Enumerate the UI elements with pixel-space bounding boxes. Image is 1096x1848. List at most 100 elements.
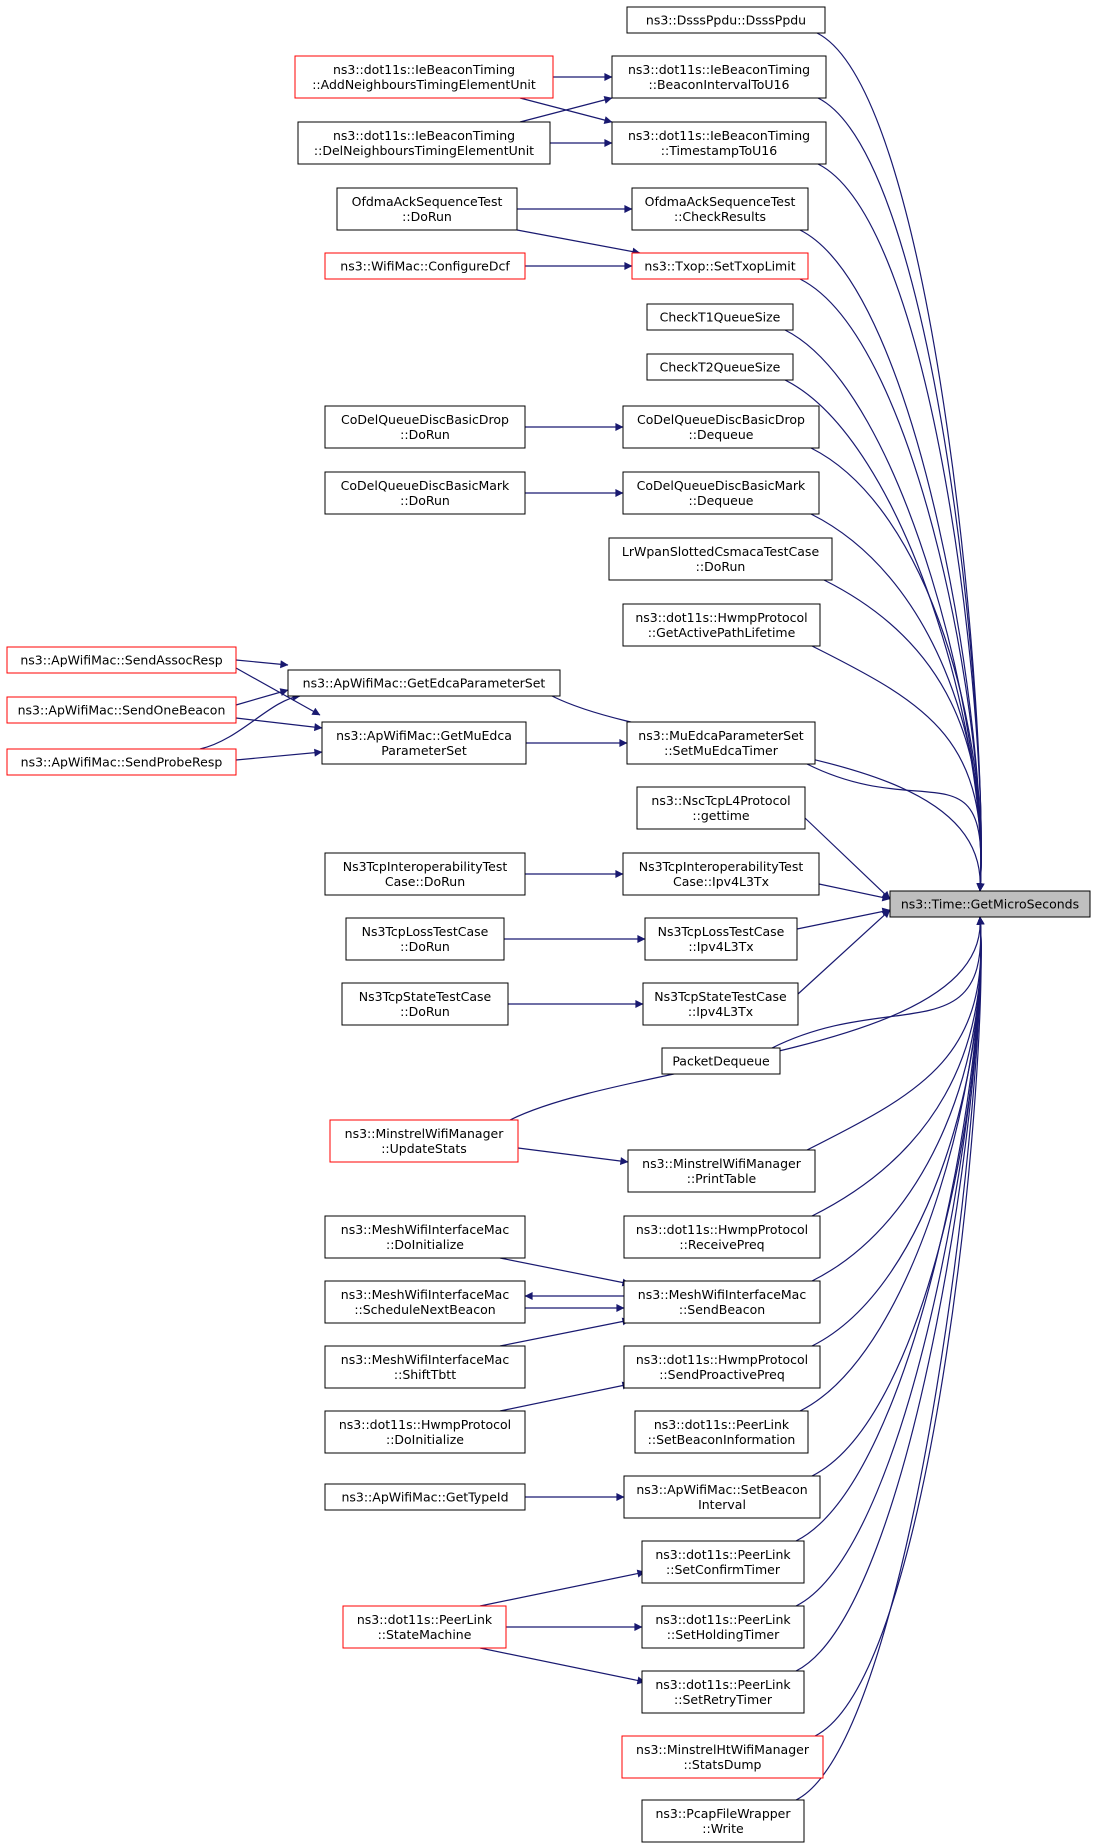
node-target[interactable]: ns3::Time::GetMicroSeconds [889, 890, 1091, 918]
node-setConfirm[interactable]: ns3::dot11s::PeerLink::SetConfirmTimer [641, 1540, 805, 1584]
edge-hwmpInit-to-sendProactive [499, 1381, 631, 1412]
node-lrwpan[interactable]: LrWpanSlottedCsmacaTestCase::DoRun [608, 537, 833, 581]
node-bi16[interactable]: ns3::dot11s::IeBeaconTiming::BeaconInter… [611, 55, 827, 99]
node-nsc[interactable]: ns3::NscTcpL4Protocol::gettime [636, 786, 806, 830]
edge-delNeigh-to-bi16 [519, 96, 613, 123]
node-label: ::Dequeue [689, 493, 754, 508]
node-label: ::DoRun [402, 209, 452, 224]
node-ts16[interactable]: ns3::dot11s::IeBeaconTiming::TimestampTo… [611, 121, 827, 165]
node-box [636, 786, 806, 830]
node-addNeigh[interactable]: ns3::dot11s::IeBeaconTiming::AddNeighbou… [294, 55, 554, 99]
edge-probeResp-to-getMuEdca [235, 748, 323, 761]
edge-stateMachine-to-setRetry [479, 1647, 646, 1685]
node-label: ns3::ApWifiMac::GetMuEdca [336, 728, 512, 743]
node-lossTx[interactable]: Ns3TcpLossTestCase::Ipv4L3Tx [644, 917, 798, 961]
node-label: Ns3TcpLossTestCase [362, 924, 489, 939]
node-statsDump[interactable]: ns3::MinstrelHtWifiManager::StatsDump [621, 1735, 824, 1779]
node-minstrelUpd[interactable]: ns3::MinstrelWifiManager::UpdateStats [329, 1119, 519, 1163]
node-lossRun[interactable]: Ns3TcpLossTestCase::DoRun [345, 917, 505, 961]
node-box [324, 1280, 526, 1324]
node-pcapWrite[interactable]: ns3::PcapFileWrapper::Write [641, 1799, 805, 1843]
node-getTypeId[interactable]: ns3::ApWifiMac::GetTypeId [324, 1483, 526, 1511]
node-getEdca[interactable]: ns3::ApWifiMac::GetEdcaParameterSet [287, 669, 561, 697]
node-box [622, 603, 821, 647]
node-label: ::SetMuEdcaTimer [664, 743, 779, 758]
node-label: ::Ipv4L3Tx [688, 1004, 753, 1019]
node-setRetry[interactable]: ns3::dot11s::PeerLink::SetRetryTimer [641, 1670, 805, 1714]
node-label: ::gettime [692, 808, 749, 823]
node-t1[interactable]: CheckT1QueueSize [646, 303, 794, 331]
node-probeResp[interactable]: ns3::ApWifiMac::SendProbeResp [6, 748, 237, 776]
node-label: ns3::dot11s::IeBeaconTiming [333, 62, 515, 77]
node-hwmpInit[interactable]: ns3::dot11s::HwmpProtocol::DoInitialize [324, 1410, 526, 1454]
edge-oneBeacon-to-getEdca [235, 688, 289, 706]
node-assocResp[interactable]: ns3::ApWifiMac::SendAssocResp [6, 646, 237, 674]
node-setBeaconInfo[interactable]: ns3::dot11s::PeerLink::SetBeaconInformat… [634, 1410, 809, 1454]
node-box [631, 187, 809, 231]
node-label: ::ReceivePreq [679, 1237, 764, 1252]
edge-meshShift-to-sendBeacon [499, 1317, 631, 1347]
node-stateTx[interactable]: Ns3TcpStateTestCase::Ipv4L3Tx [642, 982, 799, 1026]
node-box [642, 982, 799, 1026]
node-box [661, 1047, 781, 1075]
node-sendProactive[interactable]: ns3::dot11s::HwmpProtocol::SendProactive… [623, 1345, 821, 1389]
node-oneBeacon[interactable]: ns3::ApWifiMac::SendOneBeacon [6, 696, 237, 724]
node-label: ::SetConfirmTimer [666, 1562, 781, 1577]
node-stateMachine[interactable]: ns3::dot11s::PeerLink::StateMachine [342, 1605, 507, 1649]
node-box [6, 646, 237, 674]
node-label: ns3::ApWifiMac::SendAssocResp [20, 653, 222, 668]
node-recvPreq[interactable]: ns3::dot11s::HwmpProtocol::ReceivePreq [623, 1215, 821, 1259]
node-box [324, 1345, 526, 1389]
node-ofdmaRun[interactable]: OfdmaAckSequenceTest::DoRun [336, 187, 518, 231]
node-pktDq[interactable]: PacketDequeue [661, 1047, 781, 1075]
node-cfgDcf[interactable]: ns3::WifiMac::ConfigureDcf [324, 252, 526, 280]
node-box [641, 1605, 805, 1649]
node-t2[interactable]: CheckT2QueueSize [646, 353, 794, 381]
node-codelDropRun[interactable]: CoDelQueueDiscBasicDrop::DoRun [324, 405, 526, 449]
node-label: ::DoInitialize [386, 1237, 464, 1252]
node-box [641, 1799, 805, 1843]
node-box [631, 252, 809, 280]
node-meshShift[interactable]: ns3::MeshWifiInterfaceMac::ShiftTbtt [324, 1345, 526, 1389]
node-ofdmaCheck[interactable]: OfdmaAckSequenceTest::CheckResults [631, 187, 809, 231]
node-meshSched[interactable]: ns3::MeshWifiInterfaceMac::ScheduleNextB… [324, 1280, 526, 1324]
edges [199, 32, 985, 1801]
node-setHolding[interactable]: ns3::dot11s::PeerLink::SetHoldingTimer [641, 1605, 805, 1649]
edge-ts16-to-target [817, 163, 985, 892]
node-label: ::DelNeighboursTimingElementUnit [314, 143, 534, 158]
node-label: ::GetActivePathLifetime [648, 625, 796, 640]
edge-setRetry-to-target [795, 916, 985, 1672]
node-box [622, 405, 820, 449]
node-codelDropDq[interactable]: CoDelQueueDiscBasicDrop::Dequeue [622, 405, 820, 449]
node-box [621, 1735, 824, 1779]
node-setMuEdca[interactable]: ns3::MuEdcaParameterSet::SetMuEdcaTimer [626, 721, 816, 765]
node-dsss[interactable]: ns3::DsssPpdu::DsssPpdu [626, 6, 826, 34]
node-box [324, 405, 526, 449]
node-label: OfdmaAckSequenceTest [352, 194, 503, 209]
edge-oneBeacon-to-getMuEdca [235, 717, 323, 732]
node-label: ::DoRun [400, 427, 450, 442]
node-label: ::DoRun [400, 939, 450, 954]
node-label: CheckT1QueueSize [660, 310, 781, 325]
edge-nsc-to-target [804, 817, 891, 900]
edge-bi16-to-target [817, 97, 985, 892]
node-label: ns3::MuEdcaParameterSet [638, 728, 804, 743]
node-stateRun[interactable]: Ns3TcpStateTestCase::DoRun [341, 982, 509, 1026]
node-label: ::DoInitialize [386, 1432, 464, 1447]
node-printTable[interactable]: ns3::MinstrelWifiManager::PrintTable [627, 1149, 816, 1193]
node-meshInit[interactable]: ns3::MeshWifiInterfaceMac::DoInitialize [324, 1215, 526, 1259]
node-sendBeacon[interactable]: ns3::MeshWifiInterfaceMac::SendBeacon [623, 1280, 821, 1324]
node-delNeigh[interactable]: ns3::dot11s::IeBeaconTiming::DelNeighbou… [297, 121, 551, 165]
node-codelMarkRun[interactable]: CoDelQueueDiscBasicMark::DoRun [324, 471, 526, 515]
node-box [626, 721, 816, 765]
node-codelMarkDq[interactable]: CoDelQueueDiscBasicMark::Dequeue [622, 471, 820, 515]
node-setTxop[interactable]: ns3::Txop::SetTxopLimit [631, 252, 809, 280]
node-activePath[interactable]: ns3::dot11s::HwmpProtocol::GetActivePath… [622, 603, 821, 647]
node-label: ::AddNeighboursTimingElementUnit [312, 77, 536, 92]
node-label: ::BeaconIntervalToU16 [649, 77, 790, 92]
node-box [623, 1215, 821, 1259]
